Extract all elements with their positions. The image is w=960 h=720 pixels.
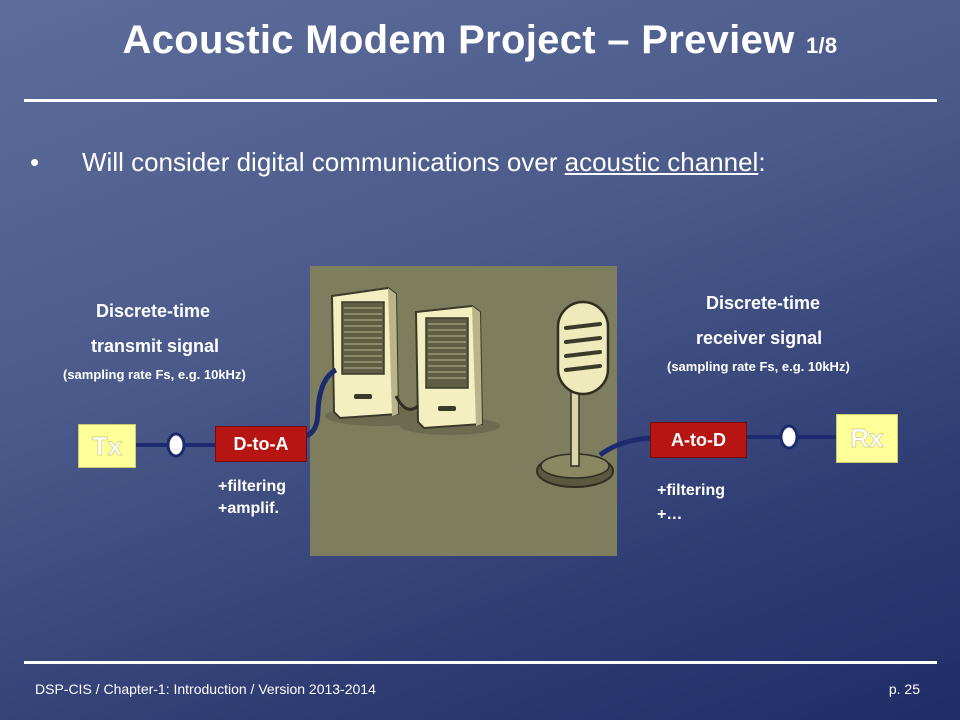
dac-note-amplif: +amplif. [218, 500, 279, 517]
slide-title-page: 1/8 [805, 33, 838, 58]
dac-box: D-to-A [215, 426, 307, 462]
speakers-microphone-illustration [325, 286, 614, 488]
footer-text: DSP-CIS / Chapter-1: Introduction / Vers… [35, 681, 376, 697]
bullet-dot-icon: • [30, 147, 40, 177]
rx-box: Rx [836, 414, 898, 463]
adc-note-filtering: +filtering [657, 482, 726, 499]
bullet-underlined-text: acoustic channel [564, 147, 759, 177]
tx-sampling-note: (sampling rate Fs, e.g. 10kHz) [63, 367, 246, 382]
slide-title: Acoustic Modem Project – Preview 1/8 [0, 18, 960, 63]
slide-title-text: Acoustic Modem Project – Preview [122, 18, 795, 62]
bullet-end: : [758, 147, 766, 177]
tx-heading-line-2: transmit signal [91, 336, 220, 356]
speaker-cable [304, 367, 338, 439]
tx-box: Tx [78, 424, 136, 468]
rx-heading-line-1: Discrete-time [706, 293, 821, 313]
left-speaker-icon [330, 286, 400, 420]
footer-divider [24, 661, 937, 664]
rx-sample-circle-icon [779, 424, 799, 450]
dac-box-label: D-to-A [233, 433, 289, 454]
page-number: p. 25 [888, 681, 920, 697]
adc-box-label: A-to-D [671, 429, 726, 450]
bullet-text: Will consider digital communications ove… [82, 147, 558, 177]
adc-note-more: +… [657, 506, 683, 523]
title-divider [24, 99, 937, 102]
rx-box-label: Rx [850, 423, 884, 453]
tx-sample-circle-icon [166, 432, 186, 458]
microphone-cable [598, 435, 651, 458]
microphone-icon [536, 300, 614, 488]
right-speaker-icon [414, 304, 484, 430]
rx-heading-line-2: receiver signal [696, 328, 823, 348]
speakers-microphone-photo [310, 266, 617, 556]
adc-box: A-to-D [650, 422, 747, 458]
rx-sampling-note: (sampling rate Fs, e.g. 10kHz) [667, 359, 850, 374]
dac-note-filtering: +filtering [218, 478, 287, 495]
tx-heading-line-1: Discrete-time [96, 301, 211, 321]
tx-box-label: Tx [91, 430, 123, 461]
